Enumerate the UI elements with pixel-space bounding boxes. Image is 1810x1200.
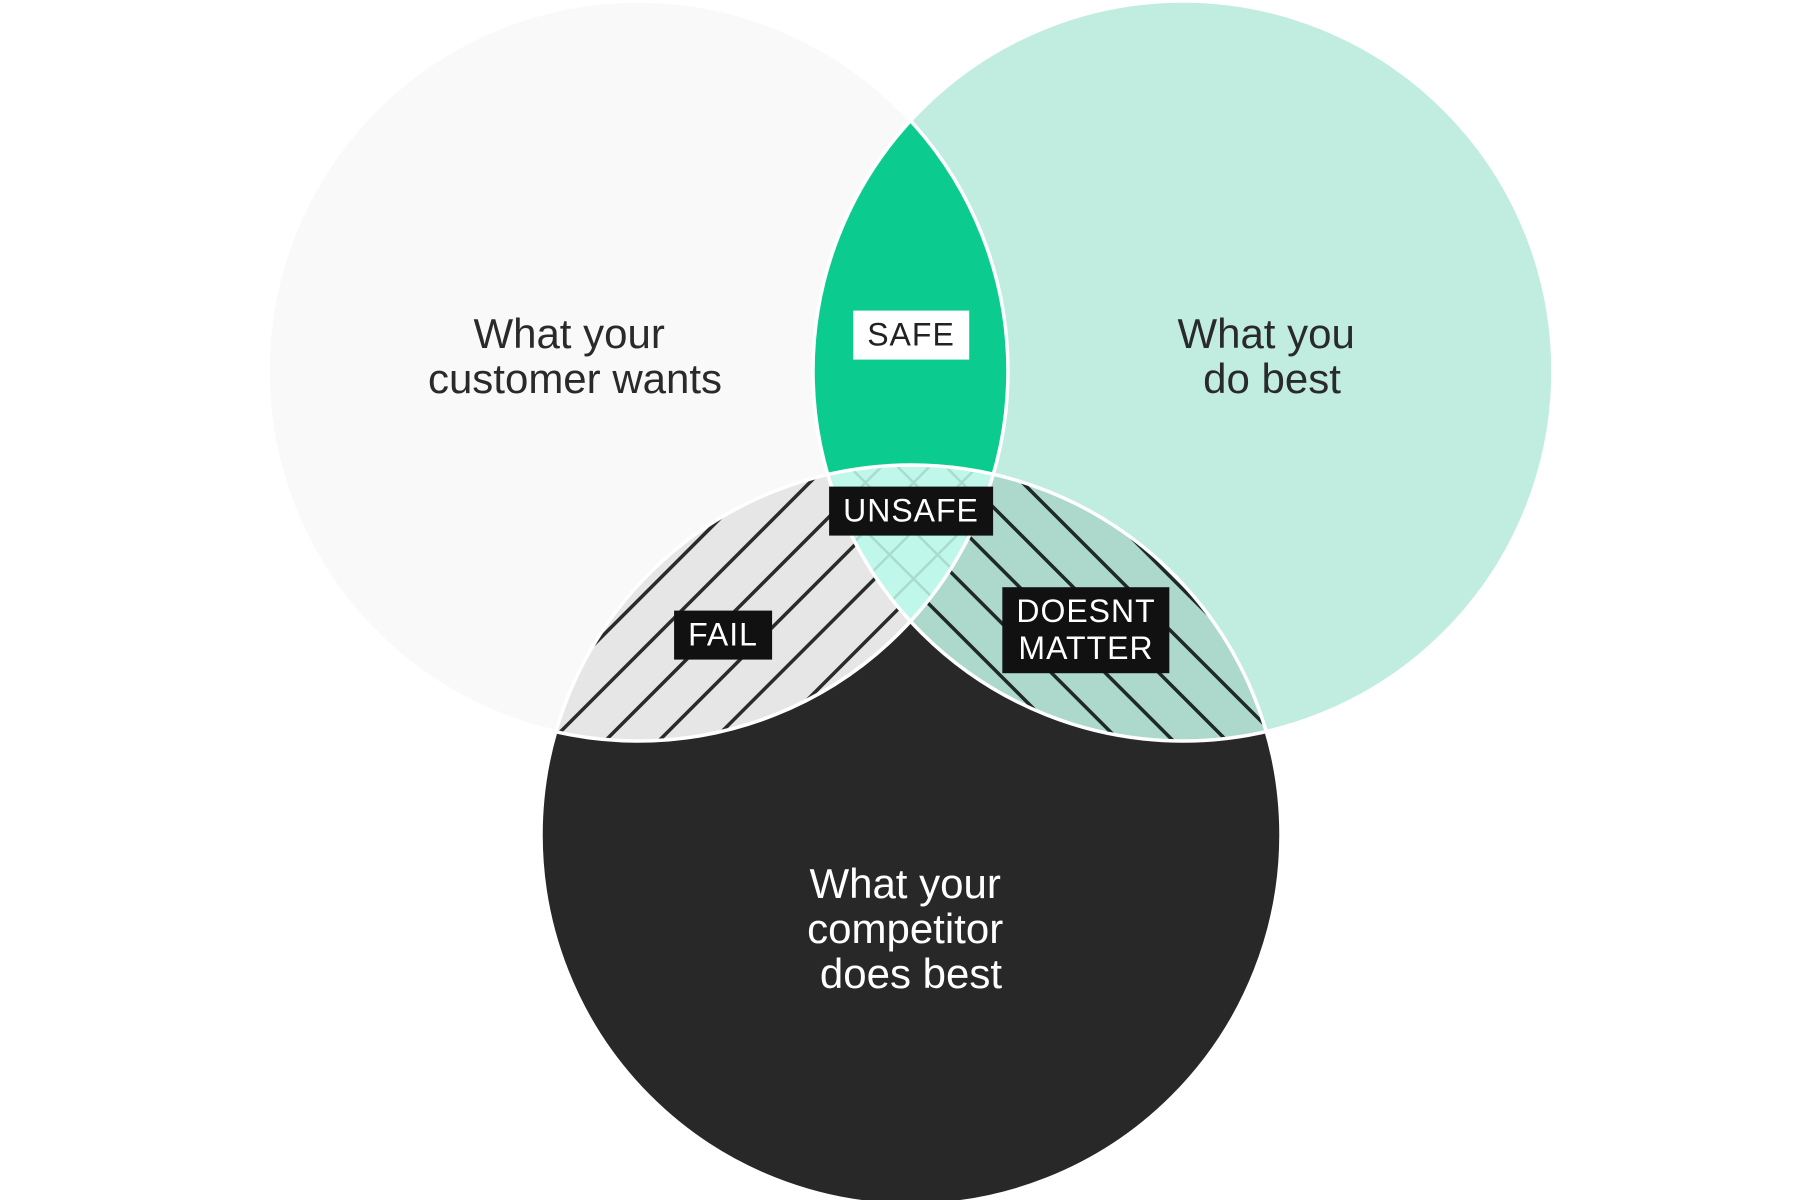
circle-outlines	[266, 0, 1555, 1200]
fail-tag: FAIL	[674, 610, 772, 660]
doesnt-matter-tag: DOESNT MATTER	[1002, 587, 1170, 673]
you-do-best-label: What you do best	[1177, 310, 1366, 402]
competitor-does-best-label: What your competitor does best	[807, 860, 1015, 997]
customer-wants-label: What your customer wants	[428, 310, 722, 402]
unsafe-tag: UNSAFE	[829, 486, 993, 536]
safe-tag: SAFE	[853, 310, 969, 360]
